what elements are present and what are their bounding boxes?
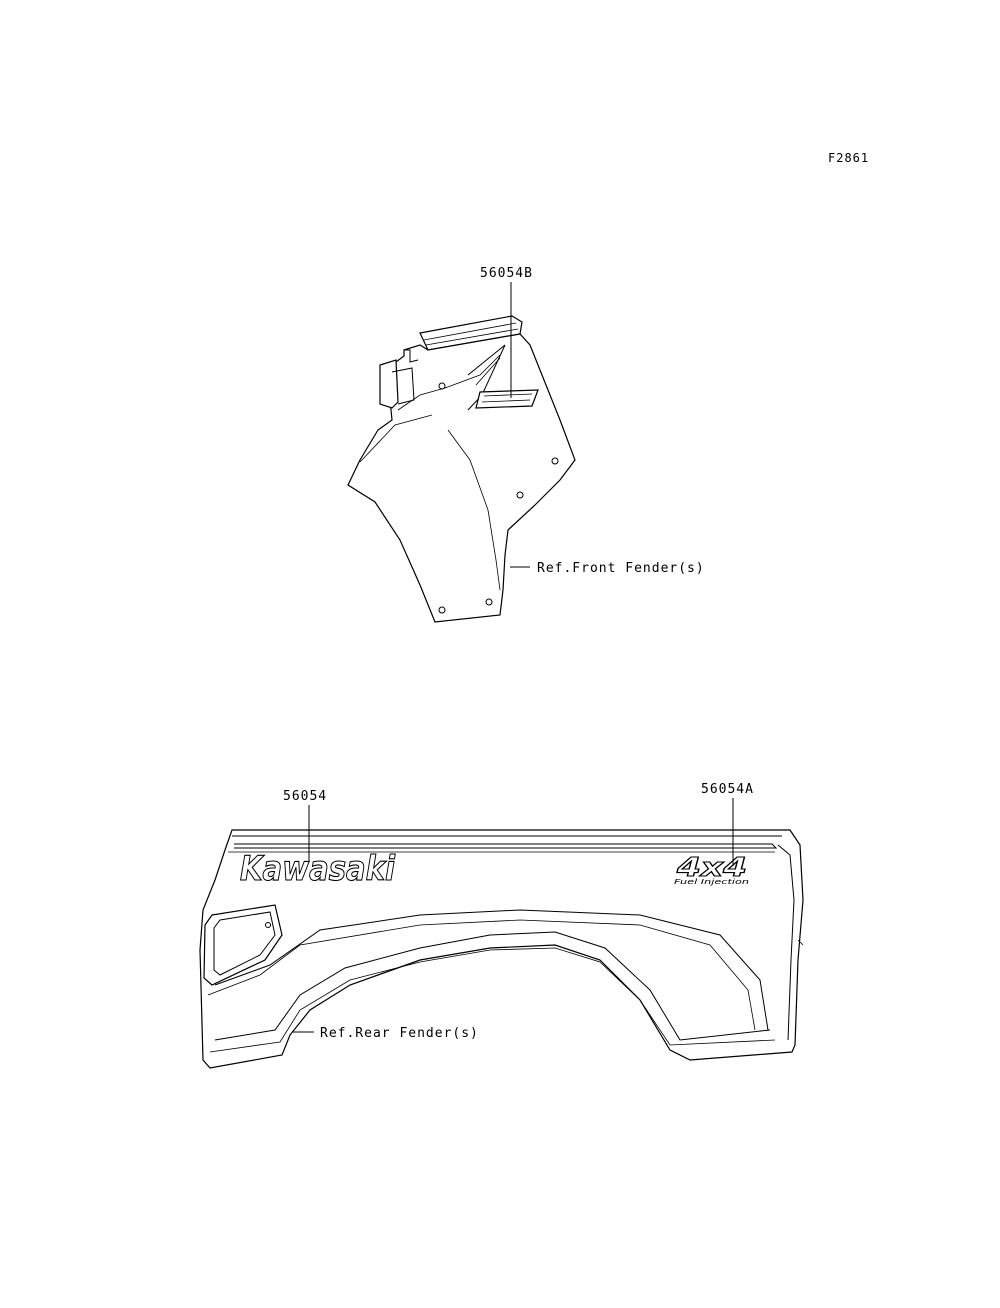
mounting-hole xyxy=(551,457,559,465)
mounting-hole xyxy=(485,598,493,606)
front-decal xyxy=(475,389,539,409)
part-number-56054b: 56054B xyxy=(480,266,533,281)
ref-rear-fender-label: Ref.Rear Fender(s) xyxy=(320,1026,479,1041)
mounting-hole xyxy=(438,606,446,614)
part-number-56054: 56054 xyxy=(283,789,327,804)
ref-front-fender-label: Ref.Front Fender(s) xyxy=(537,561,705,576)
figure-id: F2861 xyxy=(828,151,869,165)
rear-fender: Kawasaki 4x4 Fuel Injection xyxy=(199,829,804,1069)
4x4-decal-subtext: Fuel Injection xyxy=(674,878,749,886)
4x4-decal-text: 4x4 xyxy=(676,853,747,883)
part-number-56054a: 56054A xyxy=(701,782,754,797)
front-fender-tab xyxy=(379,359,399,409)
mounting-hole xyxy=(438,382,446,390)
4x4-decal: 4x4 Fuel Injection xyxy=(674,852,749,886)
mounting-hole xyxy=(516,491,524,499)
front-fender xyxy=(347,315,576,623)
rear-fender-body xyxy=(199,829,804,1069)
kawasaki-decal: Kawasaki xyxy=(240,849,396,889)
side-vent xyxy=(203,904,283,986)
